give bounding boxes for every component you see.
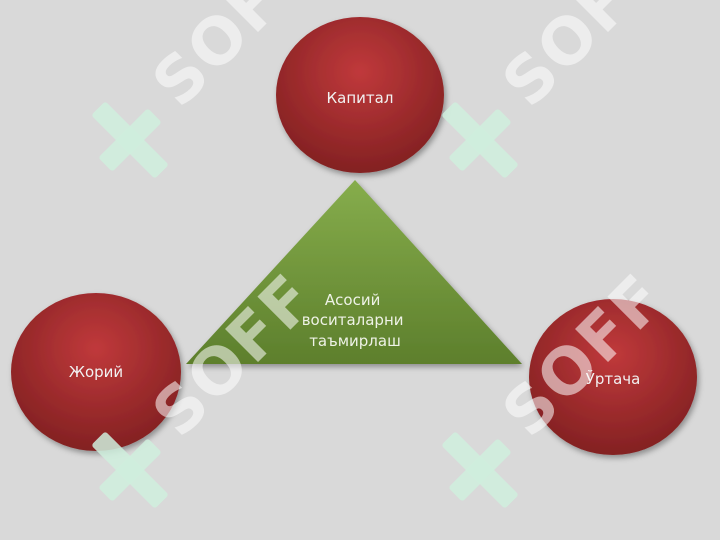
node-top-label: Капитал <box>327 89 394 107</box>
center-label: Асосий воситаларни таъмирлаш <box>302 291 409 350</box>
node-left: Жорий <box>11 293 181 451</box>
center-triangle: Асосий воситаларни таъмирлаш <box>186 180 522 364</box>
node-left-label: Жорий <box>69 363 123 381</box>
node-right: Ўртача <box>529 299 697 455</box>
node-top: Капитал <box>276 17 444 173</box>
node-right-label: Ўртача <box>586 369 641 388</box>
